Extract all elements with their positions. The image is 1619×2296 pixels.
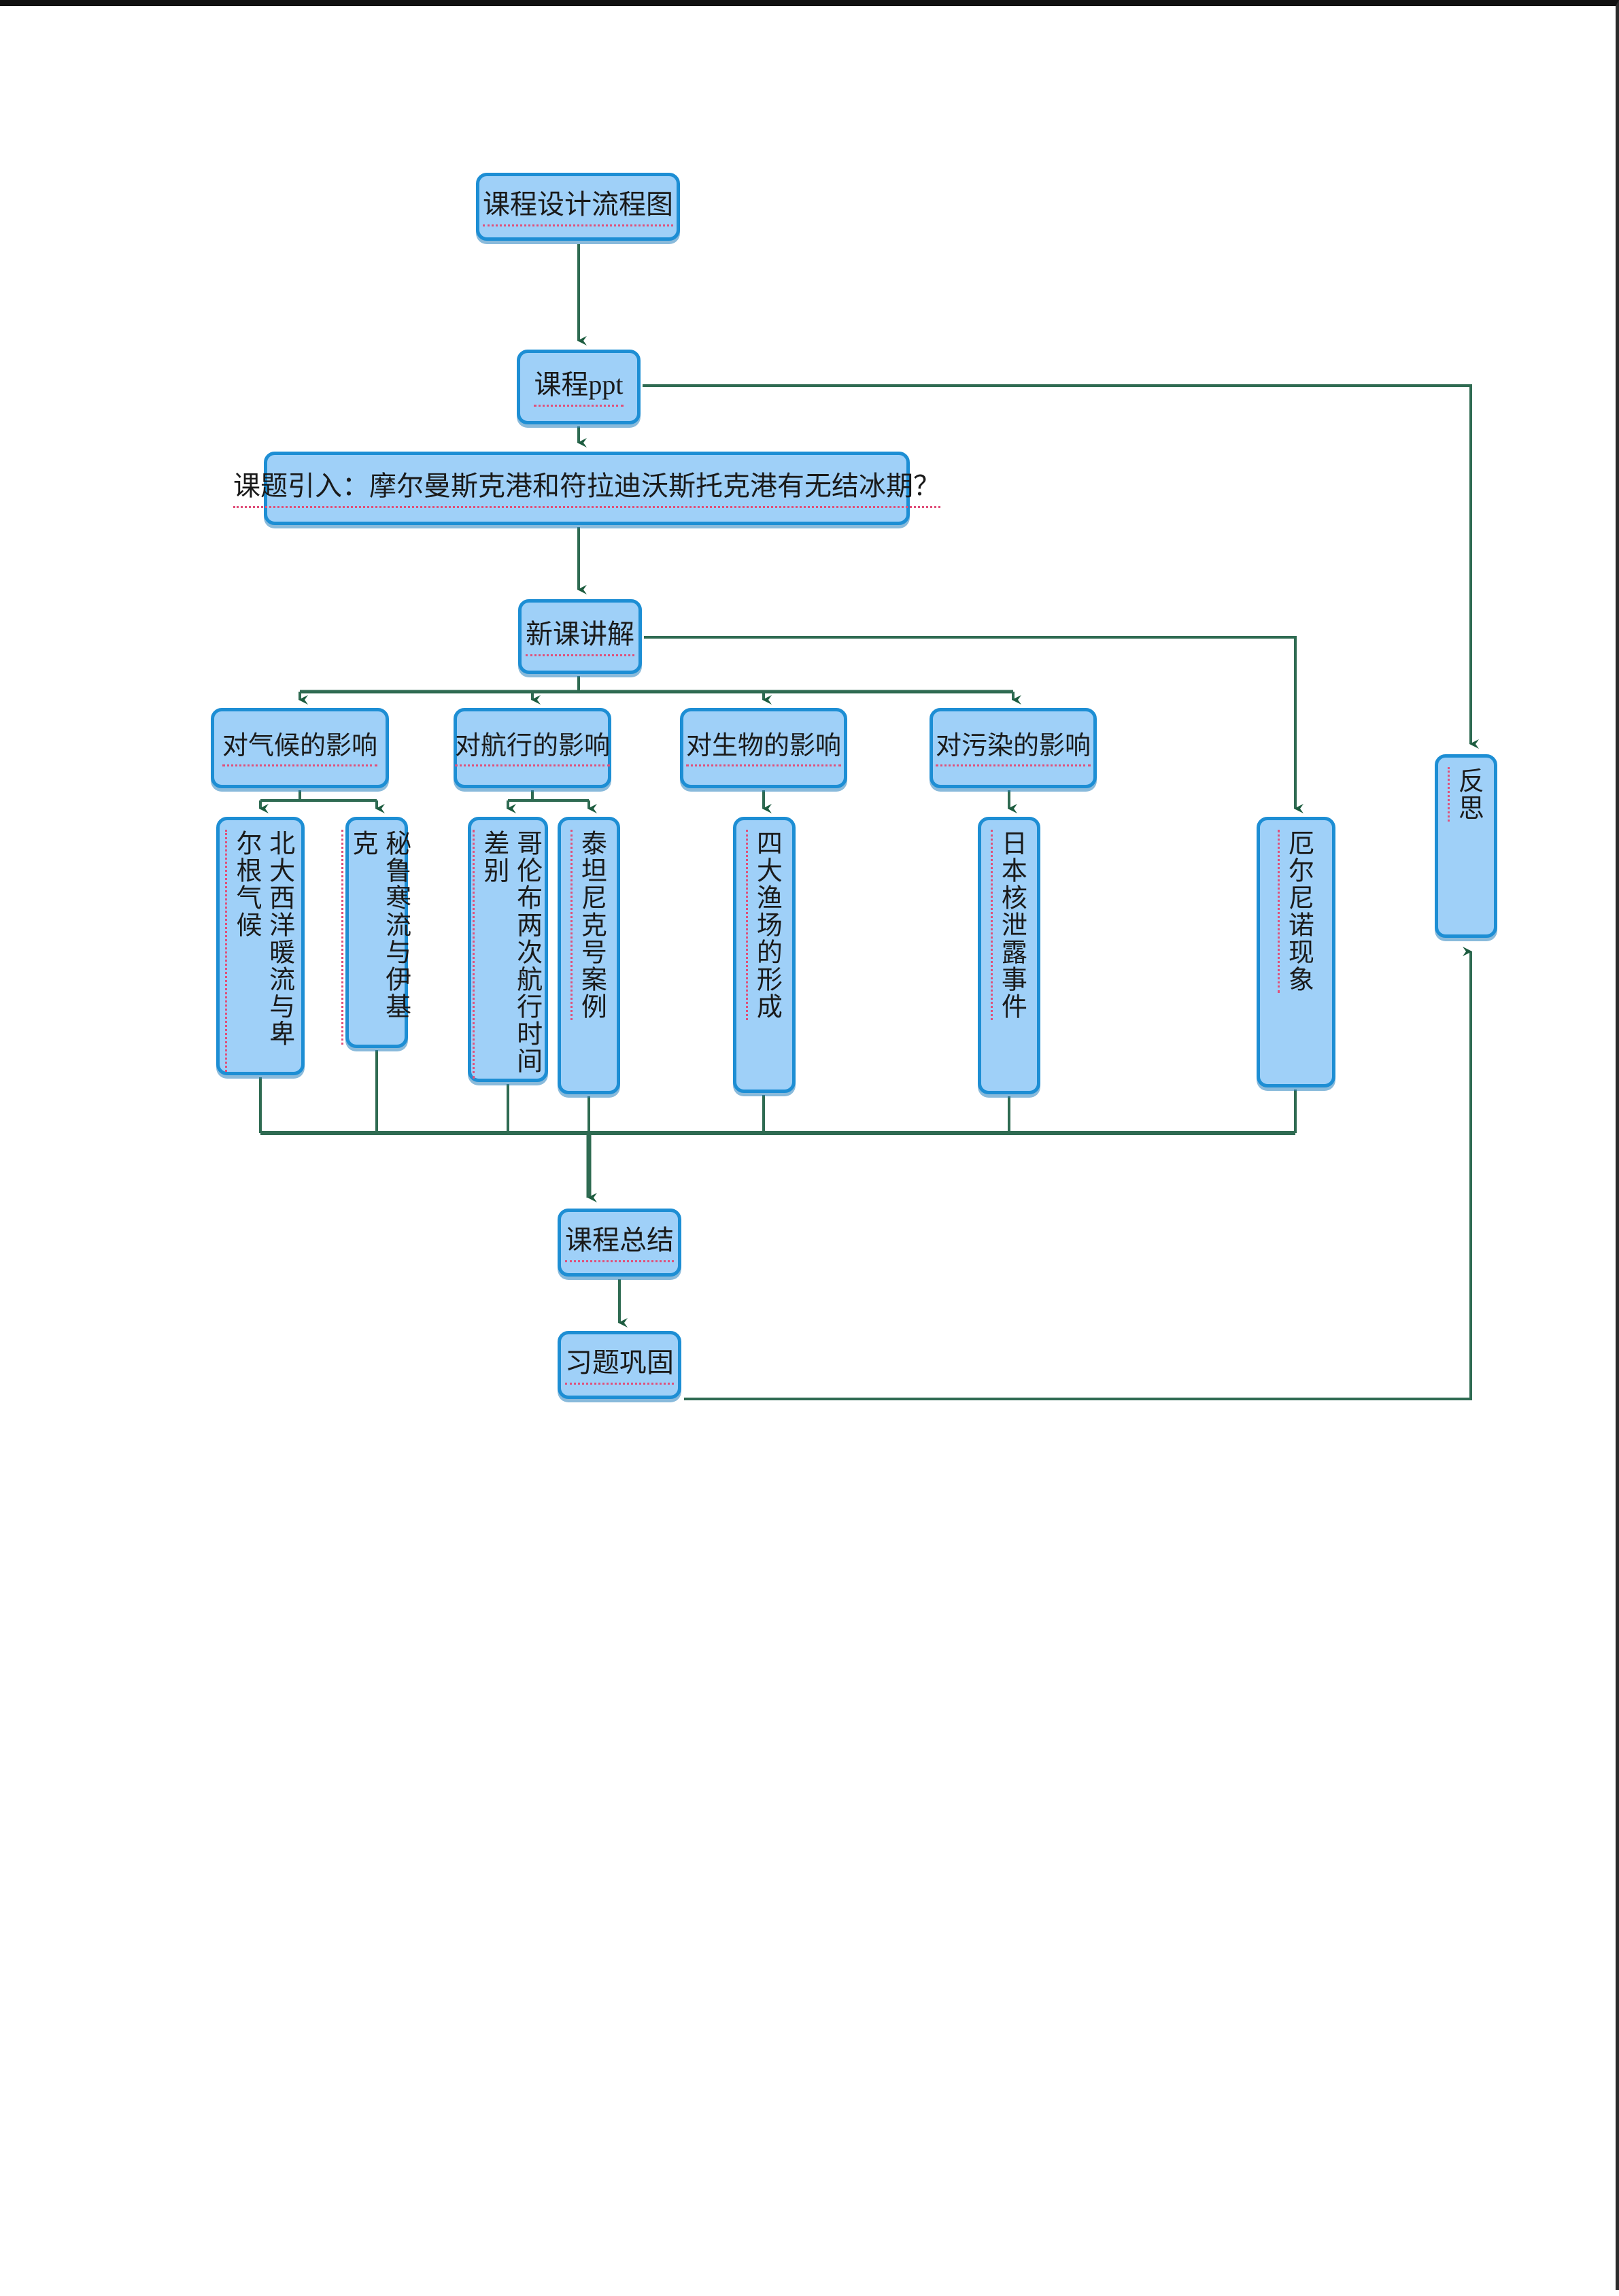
node-course-summary-label: 课程总结	[565, 1223, 674, 1262]
node-title[interactable]: 课程设计流程图	[476, 173, 680, 241]
node-leaf-peru-current-label: 秘鲁寒流与伊基克	[341, 830, 411, 1045]
node-category-pollution[interactable]: 对污染的影响	[930, 708, 1097, 788]
node-leaf-four-fisheries[interactable]: 四大渔场的形成	[733, 817, 796, 1093]
node-topic-intro-label: 课题引入：摩尔曼斯克港和符拉迪沃斯托克港有无结冰期？	[233, 469, 940, 508]
node-leaf-peru-current[interactable]: 秘鲁寒流与伊基克	[341, 817, 410, 1048]
node-leaf-columbus-voyage[interactable]: 哥伦布两次航行时间差别	[468, 817, 548, 1082]
node-leaf-japan-nuclear-leak[interactable]: 日本核泄露事件	[978, 817, 1040, 1094]
node-course-summary[interactable]: 课程总结	[558, 1209, 681, 1277]
edge-exercise-reflection	[684, 947, 1472, 1400]
node-leaf-el-nino[interactable]: 厄尔尼诺现象	[1257, 817, 1335, 1087]
node-leaf-titanic-case[interactable]: 泰坦尼克号案例	[558, 817, 620, 1094]
node-exercise-consolidation[interactable]: 习题巩固	[558, 1331, 681, 1399]
node-category-biology-label: 对生物的影响	[685, 730, 841, 767]
node-category-biology[interactable]: 对生物的影响	[680, 708, 847, 788]
node-exercise-consolidation-label: 习题巩固	[565, 1345, 674, 1385]
node-category-climate[interactable]: 对气候的影响	[211, 708, 389, 788]
node-leaf-titanic-case-label: 泰坦尼克号案例	[570, 830, 608, 1020]
node-leaf-el-nino-label: 厄尔尼诺现象	[1277, 830, 1315, 993]
node-course-ppt[interactable]: 课程ppt	[517, 350, 641, 424]
node-leaf-four-fisheries-label: 四大渔场的形成	[745, 830, 783, 1020]
edge-ppt-reflection	[643, 384, 1479, 749]
edge-layer	[259, 244, 1479, 1400]
node-course-ppt-label: 课程ppt	[534, 367, 624, 407]
node-new-lesson[interactable]: 新课讲解	[518, 599, 642, 674]
node-leaf-atlantic-current[interactable]: 北大西洋暖流与卑尔根气候	[216, 817, 305, 1075]
node-leaf-japan-nuclear-leak-label: 日本核泄露事件	[990, 830, 1028, 1020]
node-topic-intro[interactable]: 课题引入：摩尔曼斯克港和符拉迪沃斯托克港有无结冰期？	[233, 452, 940, 525]
node-leaf-atlantic-current-label: 北大西洋暖流与卑尔根气候	[225, 830, 295, 1072]
node-reflection-label: 反思	[1447, 767, 1485, 822]
node-category-navigation-label: 对航行的影响	[455, 730, 611, 767]
node-category-pollution-label: 对污染的影响	[935, 730, 1091, 767]
node-reflection[interactable]: 反思	[1435, 754, 1497, 938]
node-new-lesson-label: 新课讲解	[526, 617, 634, 656]
node-category-climate-label: 对气候的影响	[222, 730, 377, 767]
flowchart-canvas: 课程设计流程图 课程ppt 课题引入：摩尔曼斯克港和符拉迪沃斯托克港有无结冰期？…	[0, 6, 1619, 2296]
node-title-label: 课程设计流程图	[483, 187, 673, 226]
node-category-navigation[interactable]: 对航行的影响	[454, 708, 611, 788]
node-leaf-columbus-voyage-label: 哥伦布两次航行时间差别	[473, 830, 543, 1079]
